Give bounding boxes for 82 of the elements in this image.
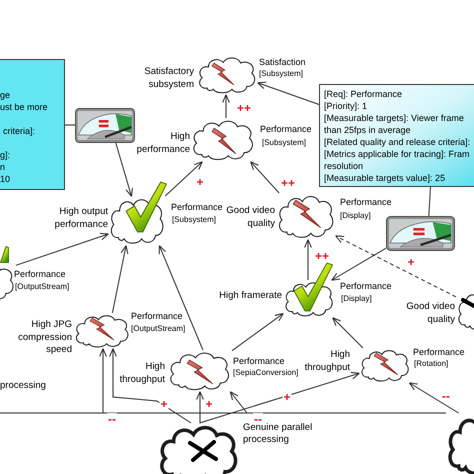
cloud-label: High framerate (219, 290, 282, 302)
topic-label: [Subsystem] (172, 215, 216, 225)
dashed-arrow (335, 235, 456, 298)
topic-label: [Display] (341, 294, 372, 304)
note-text: [Measurable targets]: Viewer frame (324, 112, 464, 124)
note-text: g]: (0, 149, 10, 161)
arrow (199, 372, 360, 424)
cloud-label: High JPG compression speed (17, 319, 72, 356)
arrow (164, 161, 203, 196)
note-box (0, 59, 65, 190)
type-label: Performance (260, 123, 312, 135)
edge-label: + (406, 256, 416, 268)
topic-label: [Display] (340, 211, 371, 221)
label-text: processing (0, 380, 46, 392)
note-text: criteria]: (3, 125, 36, 137)
note-text: [Metrics applicable for tracing]: Fram (324, 148, 470, 160)
cloud-label: Good video quality (225, 205, 275, 230)
cloud-label: High throughput (118, 361, 165, 386)
arrow (109, 348, 192, 424)
topic-label: [Rotation] (414, 359, 448, 369)
gauge-icon (75, 108, 135, 143)
cloud-label: High output performance (54, 206, 108, 231)
gauge-icon (386, 216, 455, 251)
type-label: Satisfaction (259, 56, 306, 68)
cloud-label: Satisfactory subsystem (143, 66, 194, 91)
edge-label: ++ (236, 102, 252, 114)
note-text: [Priority]: 1 (324, 100, 368, 112)
connector-line (64, 124, 76, 126)
edge-label: + (204, 398, 214, 410)
type-label: Performance (14, 268, 66, 280)
note-text: resolution (324, 160, 364, 172)
cloud-label: High throughput (304, 349, 350, 374)
note-text: than 25fps in average (324, 124, 411, 136)
type-label: Performance (340, 196, 392, 208)
topic-label: [OutputStream] (15, 282, 70, 292)
arrow (222, 94, 230, 118)
topic-label: [SepiaConversion] (233, 368, 298, 378)
type-label: Performance (413, 346, 465, 358)
arrow (158, 245, 204, 350)
type-label: Performance (340, 280, 392, 292)
note-text: [Related quality and release criteria]: (324, 136, 470, 148)
note-box (319, 84, 474, 187)
type-label: Performance (131, 310, 183, 322)
connector-line (428, 186, 431, 216)
note-text: ge (0, 89, 10, 101)
arrow (115, 142, 133, 197)
bold-cloud (157, 423, 240, 474)
edge-label: + (160, 398, 168, 410)
edge-label: -- (253, 413, 263, 425)
cloud-label: High performance (136, 131, 190, 156)
arrow (0, 391, 248, 414)
arrow (232, 312, 284, 352)
arrow (331, 248, 386, 281)
edge-label: ++ (314, 250, 330, 262)
type-label: Performance (233, 355, 285, 367)
note-text: ust be more (0, 101, 48, 113)
arrow (257, 82, 320, 105)
note-text: 10 (0, 173, 10, 185)
arrow (332, 317, 364, 348)
arrow (112, 245, 128, 314)
arrow (408, 382, 459, 414)
topic-label: [Subsystem] (259, 69, 304, 79)
arrow (250, 161, 280, 194)
note-text: [Req]: Performance (324, 88, 402, 100)
arrow (99, 348, 446, 414)
note-text: [Measurable targets value]: 25 (324, 172, 446, 184)
cloud-label: Good video quality (405, 301, 455, 326)
topic-label: [Subsystem] (262, 138, 306, 148)
arrow (196, 391, 204, 424)
cloud (196, 55, 258, 95)
cloud (359, 348, 411, 383)
arrow (304, 239, 312, 280)
cloud-label: Genuine parallel processing (243, 422, 314, 446)
note-text: n (0, 161, 6, 173)
arrow (16, 232, 109, 266)
edge-label: + (196, 176, 204, 188)
edge-label: + (282, 391, 292, 403)
cloud (276, 193, 336, 240)
cloud (73, 313, 131, 349)
topic-label: [OutputStream] (131, 324, 186, 334)
edge-label: ++ (280, 177, 296, 189)
type-label: Performance (171, 201, 223, 213)
